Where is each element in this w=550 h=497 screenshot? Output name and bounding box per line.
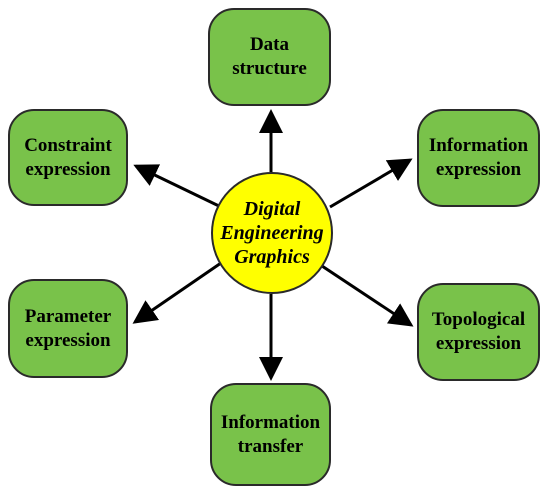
node-label-line: Information [428, 135, 529, 156]
node-label-line: Topological [431, 309, 526, 330]
node-label-line: transfer [237, 435, 304, 457]
node-label-line: Parameter [24, 305, 112, 327]
node-label-line: expression [435, 159, 522, 180]
node-topological-expression: Topological expression [417, 283, 540, 381]
node-data-structure: Data structure [208, 8, 331, 106]
center-label-line: Digital [243, 198, 301, 220]
node-label-line: structure [232, 58, 307, 79]
arrow-to-information-expression [329, 158, 413, 209]
center-node-digital-engineering-graphics: Digital Engineering Graphics [211, 172, 333, 294]
arrow-to-constraint-expression [133, 164, 222, 209]
arrow-to-parameter-expression [132, 261, 222, 324]
node-label-line: Information [220, 411, 321, 433]
node-information-expression: Information expression [417, 109, 540, 207]
node-label-line: expression [25, 329, 111, 351]
node-information-transfer: Information transfer [210, 383, 331, 486]
node-label-line: Data [249, 34, 290, 55]
node-label-line: Constraint [24, 134, 112, 156]
center-label-line: Graphics [234, 246, 310, 268]
node-label-line: expression [435, 333, 522, 354]
center-label-line: Engineering [220, 222, 324, 244]
arrow-to-topological-expression [321, 264, 414, 327]
node-parameter-expression: Parameter expression [8, 279, 128, 378]
node-constraint-expression: Constraint expression [8, 109, 128, 206]
node-label-line: expression [25, 158, 111, 180]
